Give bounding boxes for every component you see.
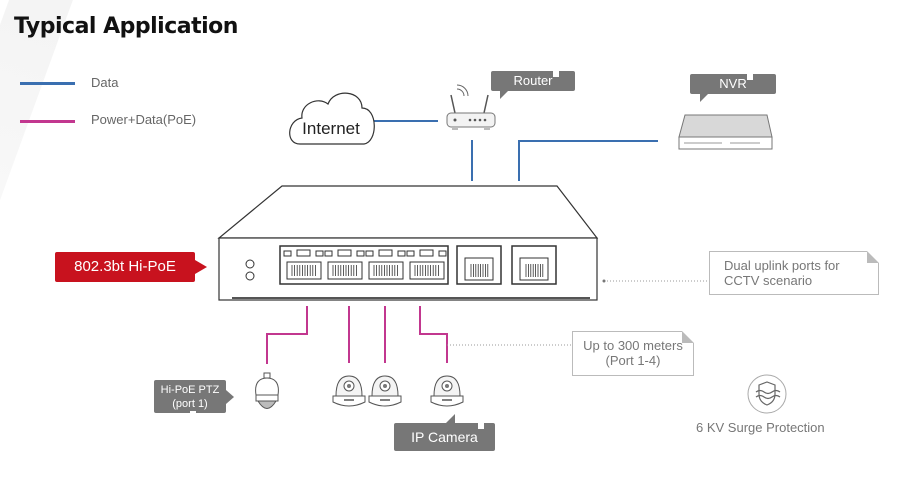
nvr-tag: NVR bbox=[690, 74, 776, 94]
nvr-switch-link bbox=[518, 140, 658, 181]
router-icon bbox=[446, 84, 496, 130]
router-label: Router bbox=[513, 73, 553, 88]
uplink-note-line1: Dual uplink ports for bbox=[724, 258, 840, 273]
led-indicator bbox=[245, 259, 255, 269]
ptz-tag-pointer bbox=[226, 390, 234, 404]
router-tag-pointer bbox=[500, 91, 508, 99]
port4-camera-link bbox=[419, 306, 448, 363]
data-links bbox=[372, 120, 658, 181]
poe-port-4 bbox=[406, 249, 447, 280]
poe-port-3 bbox=[365, 249, 406, 280]
distance-note-line2: (Port 1-4) bbox=[605, 353, 661, 368]
dome-camera-icon bbox=[368, 375, 402, 407]
surge-protection-label: 6 KV Surge Protection bbox=[696, 420, 825, 435]
ip-camera-tag: IP Camera bbox=[394, 423, 495, 451]
ptz-label-line1: Hi-PoE PTZ bbox=[160, 384, 220, 396]
nvr-icon bbox=[678, 114, 773, 150]
distance-note-line1: Up to 300 meters bbox=[583, 338, 683, 353]
nvr-tag-pointer bbox=[700, 94, 708, 102]
internet-cloud-icon bbox=[289, 92, 375, 145]
surge-protection-icon bbox=[747, 374, 787, 414]
poe-port-2 bbox=[324, 249, 365, 280]
nvr-label: NVR bbox=[719, 76, 747, 91]
legend-data-label: Data bbox=[91, 75, 119, 90]
router-tag: Router bbox=[491, 71, 575, 91]
port1-ptz-link bbox=[266, 306, 308, 364]
poe-switch-device bbox=[217, 185, 599, 301]
ip-camera-label: IP Camera bbox=[411, 429, 478, 445]
uplink-note-line2: CCTV scenario bbox=[724, 273, 813, 288]
poe-links bbox=[266, 306, 448, 364]
uplink-note: Dual uplink ports for CCTV scenario bbox=[709, 251, 879, 295]
led-indicator bbox=[245, 271, 255, 281]
dome-camera-icon bbox=[430, 375, 464, 407]
ip-camera-tag-pointer bbox=[446, 414, 455, 423]
ptz-label-line2: (port 1) bbox=[172, 398, 208, 410]
legend-data-line bbox=[20, 82, 75, 85]
ptz-tag: Hi-PoE PTZ (port 1) bbox=[154, 380, 226, 417]
distance-note: Up to 300 meters (Port 1-4) bbox=[572, 331, 694, 376]
poe-port-1 bbox=[283, 249, 324, 280]
page-title: Typical Application bbox=[14, 14, 238, 39]
legend-poe-label: Power+Data(PoE) bbox=[91, 112, 197, 127]
ptz-camera-icon bbox=[255, 372, 279, 409]
internet-label: Internet bbox=[302, 119, 360, 138]
hi-poe-badge: 802.3bt Hi-PoE bbox=[55, 252, 207, 282]
dome-camera-icon bbox=[332, 375, 366, 407]
legend-poe-line bbox=[20, 120, 75, 123]
